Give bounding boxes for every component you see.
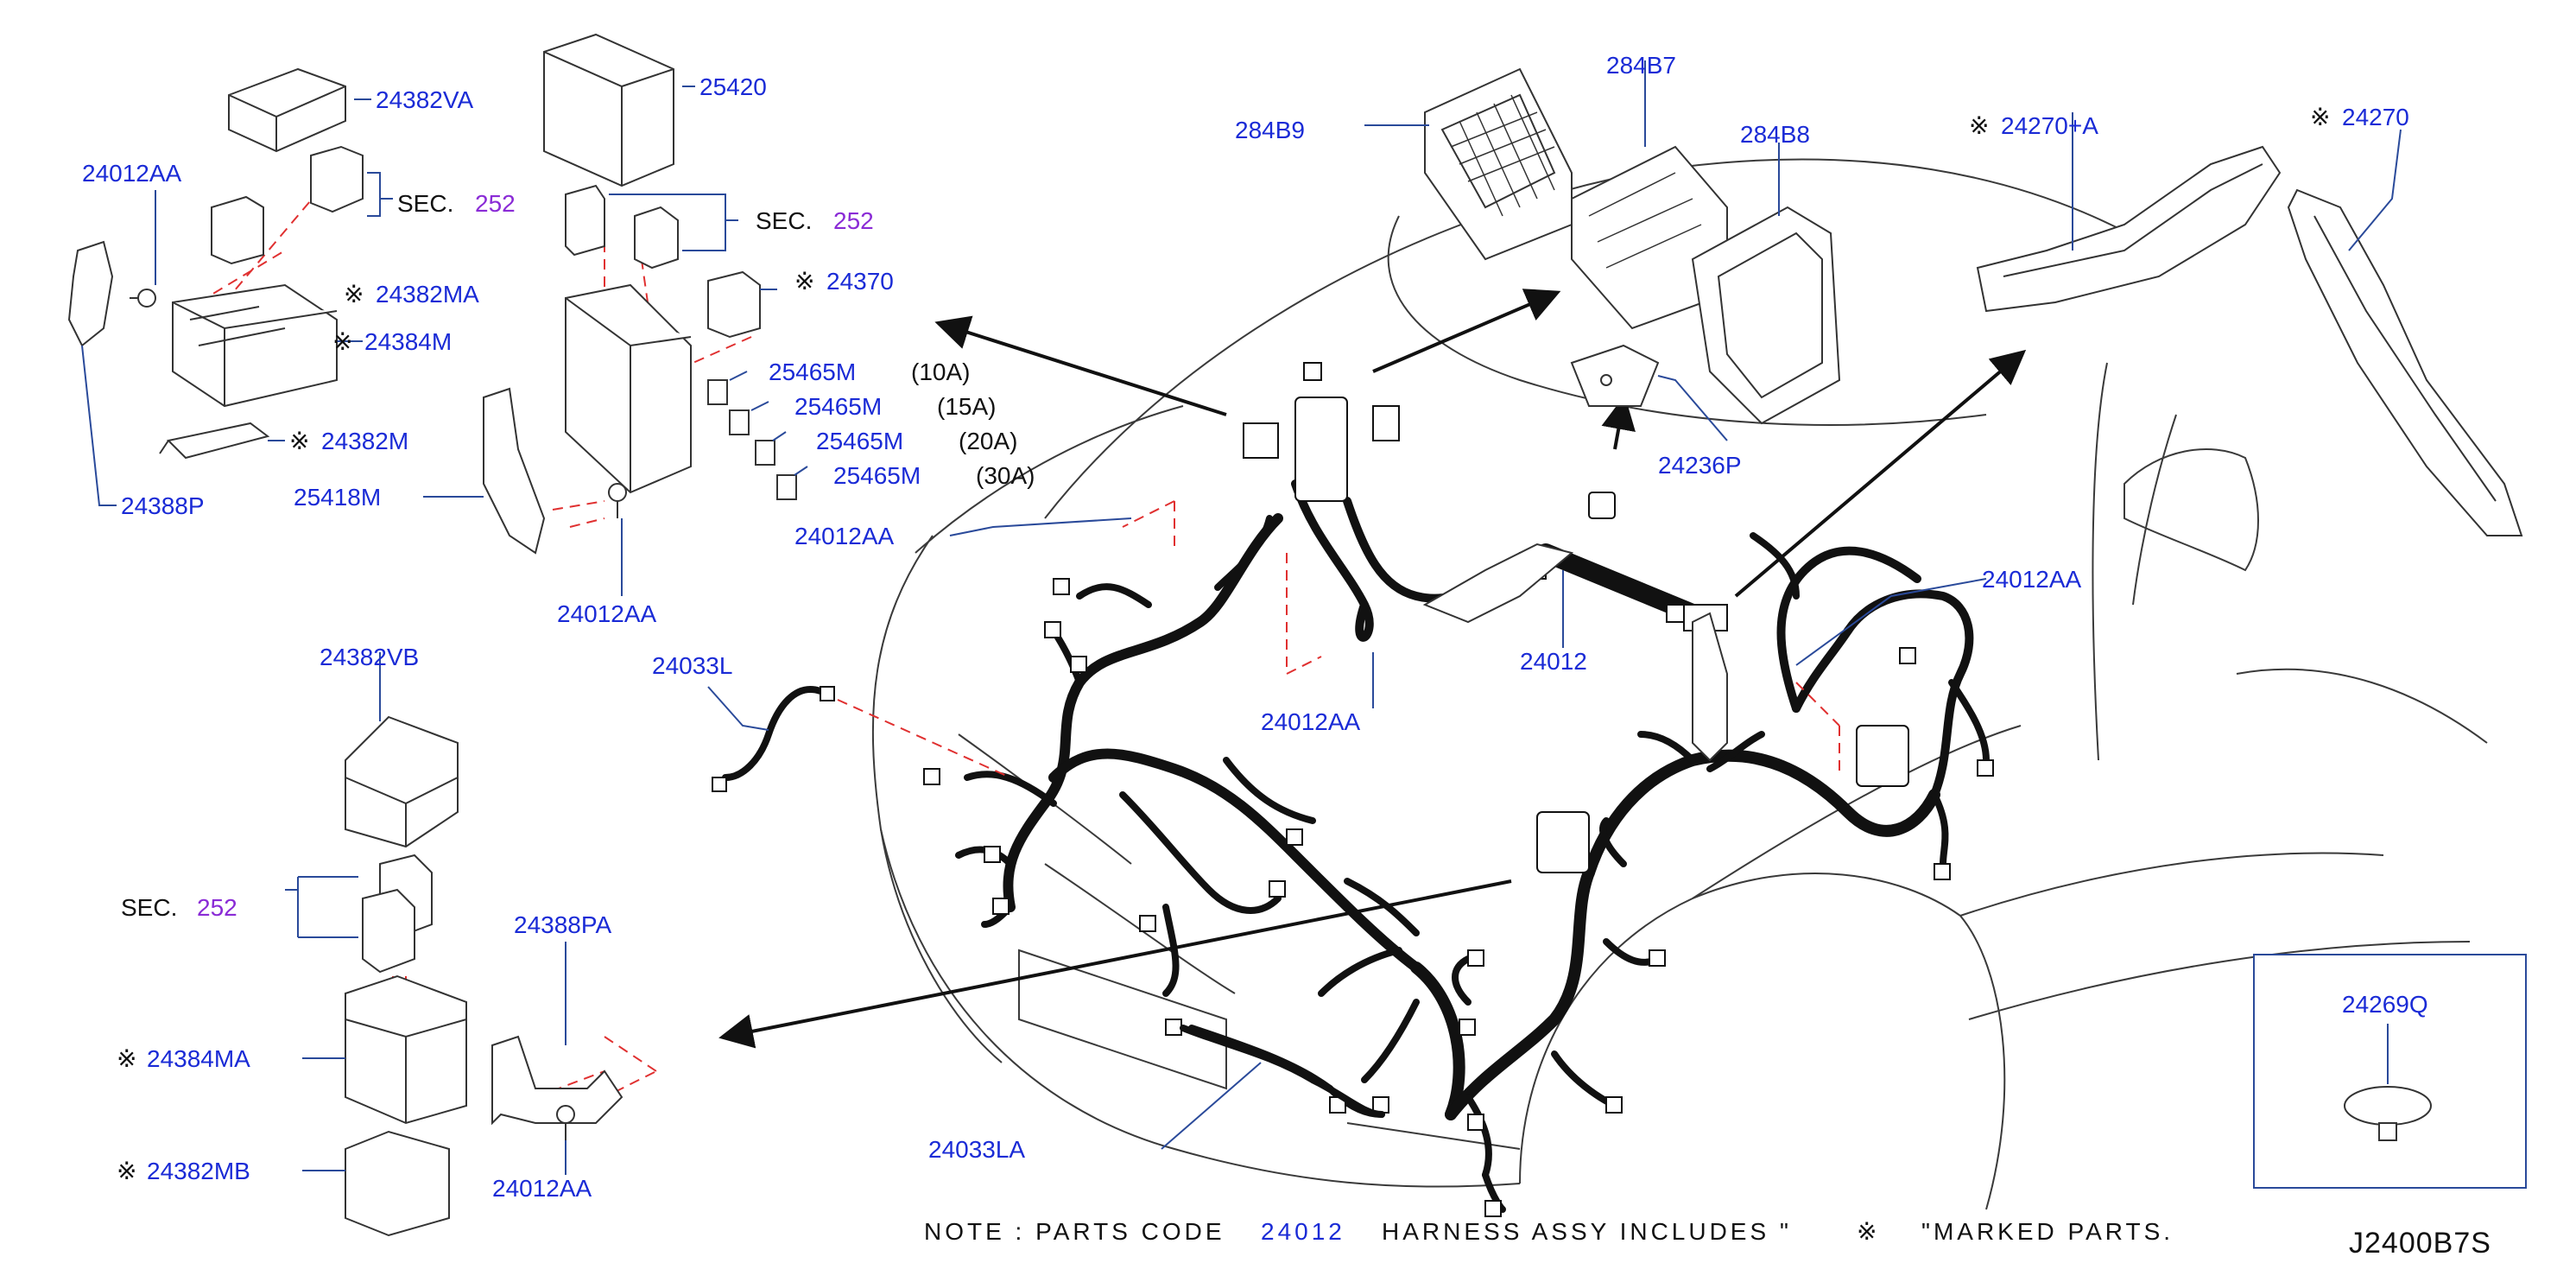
label-25465M-4: 25465M <box>833 462 921 489</box>
main-harness-24012 <box>955 479 1990 1213</box>
relay-a <box>310 145 364 213</box>
note-prefix: NOTE : PARTS CODE <box>924 1218 1225 1245</box>
marker-24384M: ※ <box>332 328 352 355</box>
harness-24033LA <box>1180 1025 1385 1118</box>
relay-24370 <box>707 270 761 339</box>
label-sec-a-num: 252 <box>475 190 516 217</box>
label-25418M: 25418M <box>294 484 381 511</box>
bracket-24382M <box>166 422 270 460</box>
label-sec-c: SEC. <box>121 894 177 921</box>
label-amp-10A: (10A) <box>911 359 970 385</box>
label-24236P: 24236P <box>1658 452 1742 479</box>
bracket-24382MB <box>345 1130 450 1237</box>
relay-b <box>211 195 264 265</box>
label-24388PA: 24388PA <box>514 911 611 938</box>
label-24012AA-f: 24012AA <box>492 1175 592 1202</box>
label-sec-c-num: 252 <box>197 894 237 921</box>
diagram-code: J2400B7S <box>2349 1227 2491 1260</box>
group-relay-box-24384M <box>67 67 364 460</box>
group-fuse-box <box>483 33 797 555</box>
relay-box-24384M <box>172 283 338 408</box>
note-marker: ※ <box>1857 1218 1880 1245</box>
label-24012AA-d: 24012AA <box>1982 566 2082 593</box>
marker-24382M: ※ <box>289 428 309 454</box>
group-modules-284B <box>1424 67 1841 425</box>
bolt-24012AA <box>137 289 156 308</box>
direction-arrows <box>718 289 2027 1049</box>
label-sec-b: SEC. <box>756 207 812 234</box>
label-25465M-1: 25465M <box>769 359 856 385</box>
relay-cover-24382VB <box>345 715 459 848</box>
marker-24382MA: ※ <box>344 281 364 308</box>
group-relay-box-24384MA <box>345 715 623 1237</box>
label-24033LA: 24033LA <box>928 1136 1025 1163</box>
label-284B9: 284B9 <box>1235 117 1305 143</box>
protector-24270 <box>2287 188 2523 536</box>
label-24382MA: 24382MA <box>376 281 479 308</box>
label-24382VA: 24382VA <box>376 86 473 113</box>
label-284B8: 284B8 <box>1740 121 1810 148</box>
bracket-24388P <box>67 240 114 347</box>
label-amp-15A: (15A) <box>937 393 996 420</box>
label-24033L: 24033L <box>652 652 732 679</box>
bracket-24388PA <box>491 1035 623 1126</box>
note-middle: HARNESS ASSY INCLUDES " <box>1382 1218 1792 1245</box>
clip-24269Q <box>2344 1086 2432 1126</box>
group-protectors-24270 <box>1976 145 2523 536</box>
label-24382M: 24382M <box>321 428 408 454</box>
protector-24270A <box>1976 145 2282 313</box>
label-25420: 25420 <box>699 73 767 100</box>
vehicle-body-outline <box>871 158 2488 1210</box>
relay-d <box>634 206 679 270</box>
label-24270: 24270 <box>2342 104 2409 130</box>
label-24388P: 24388P <box>121 492 205 519</box>
relay-c <box>565 184 605 257</box>
leader-lines <box>81 60 2402 1175</box>
label-25465M-3: 25465M <box>816 428 903 454</box>
label-24012AA-c: 24012AA <box>794 523 895 549</box>
note-suffix: "MARKED PARTS. <box>1921 1218 2174 1245</box>
bolt-24012AA-f <box>556 1105 575 1124</box>
bracket-24236P <box>1570 344 1660 407</box>
label-24012AA-a: 24012AA <box>82 160 182 187</box>
label-24384MA: 24384MA <box>147 1045 250 1072</box>
fuse-15A <box>729 409 750 435</box>
fuse-block <box>565 283 692 494</box>
footer-note: NOTE : PARTS CODE 24012 HARNESS ASSY INC… <box>924 1218 2491 1260</box>
label-amp-20A: (20A) <box>959 428 1017 454</box>
label-24269Q: 24269Q <box>2342 991 2428 1018</box>
fuse-10A <box>707 379 728 405</box>
clip-24269Q-panel <box>2253 954 2527 1189</box>
label-sec-a: SEC. <box>397 190 453 217</box>
marker-24270A: ※ <box>1969 112 1989 139</box>
marker-24270: ※ <box>2310 104 2330 130</box>
label-25465M-2: 25465M <box>794 393 882 420</box>
label-24382MB: 24382MB <box>147 1158 250 1184</box>
label-amp-30A: (30A) <box>976 462 1035 489</box>
harness-main-connector-block <box>1294 397 1348 502</box>
label-24370: 24370 <box>826 268 894 295</box>
bracket-25418M <box>483 387 546 555</box>
fuse-20A <box>755 440 775 466</box>
label-24384M: 24384M <box>364 328 452 355</box>
harness-bracket <box>1422 543 1728 762</box>
label-24270A: 24270+A <box>2001 112 2098 139</box>
label-24012AA-b: 24012AA <box>557 600 657 627</box>
marker-24370: ※ <box>794 268 814 295</box>
fuse-30A <box>776 474 797 500</box>
relay-f <box>362 888 415 974</box>
bolt-24012AA-b <box>608 483 627 502</box>
note-code: 24012 <box>1261 1218 1345 1245</box>
label-sec-b-num: 252 <box>833 207 874 234</box>
marker-24384MA: ※ <box>117 1045 136 1072</box>
module-284B8 <box>1691 206 1841 425</box>
marker-24382MB: ※ <box>117 1158 136 1184</box>
part-labels: 24382VA 24012AA SEC. 252 ※ 24382MA ※ 243… <box>82 52 2428 1202</box>
harness-24033L <box>712 686 835 792</box>
label-284B7: 284B7 <box>1606 52 1676 79</box>
label-24012AA-e: 24012AA <box>1261 708 1361 735</box>
label-24012: 24012 <box>1520 648 1587 675</box>
label-24382VB: 24382VB <box>320 644 419 670</box>
